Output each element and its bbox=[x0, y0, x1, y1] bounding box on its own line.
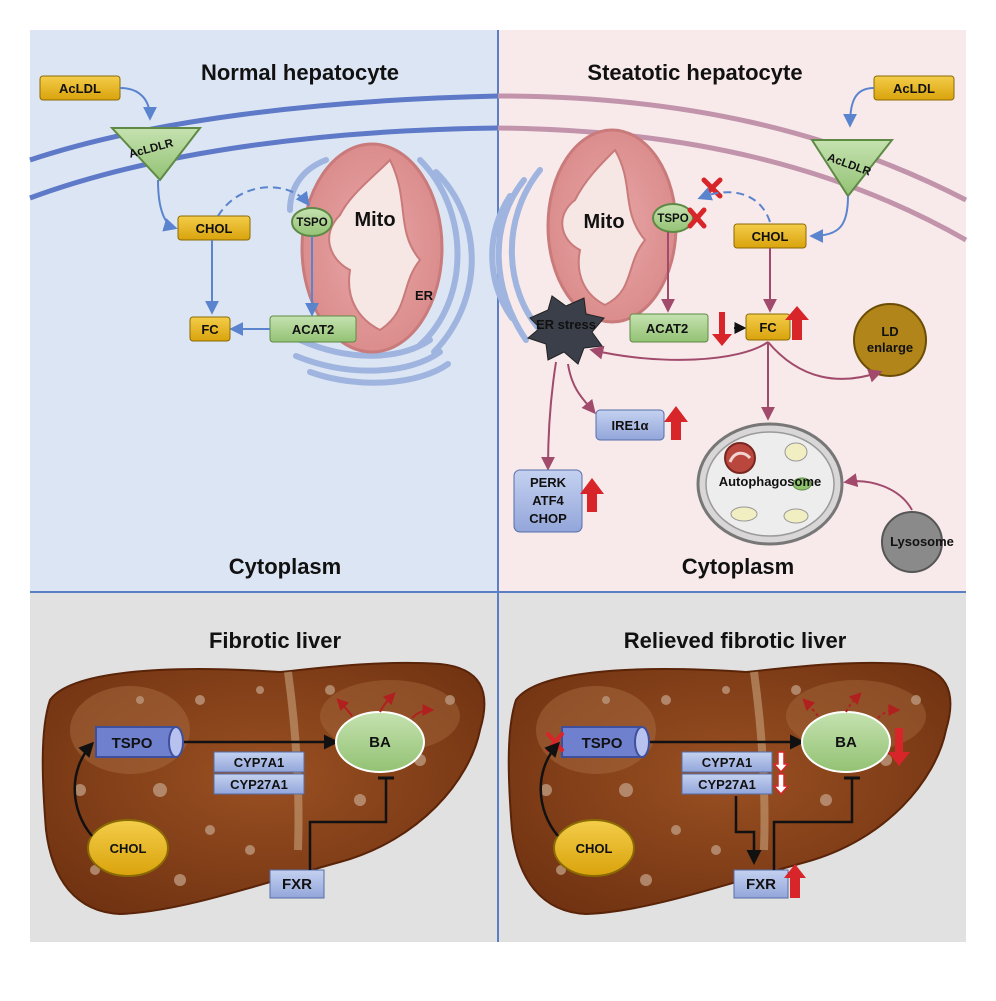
fibrotic-fxr-inhibition-line bbox=[308, 778, 388, 870]
fibrotic-fxr-label: FXR bbox=[282, 876, 312, 893]
relieved-ba-efflux-arrows bbox=[802, 692, 901, 719]
cyp27a1-down-arrow-icon bbox=[772, 773, 790, 796]
acat2-label: ACAT2 bbox=[292, 322, 334, 337]
steatotic-mitochondrion bbox=[546, 128, 678, 324]
fibrotic-cyp7a1-box bbox=[213, 751, 305, 773]
ld-label-line1: LD bbox=[881, 324, 898, 339]
perk-up-arrow-icon bbox=[580, 478, 604, 512]
fibrotic-ba-efflux-arrows bbox=[336, 692, 435, 719]
relieved-cyp27a1-label: CYP27A1 bbox=[698, 777, 756, 792]
relieved-fxr-box bbox=[733, 869, 789, 899]
chol-to-tspo-dashed-arrow bbox=[697, 187, 771, 223]
fc-box bbox=[189, 316, 231, 342]
steatotic-fc-box bbox=[745, 313, 791, 341]
fibrotic-cyp27a1-box bbox=[213, 773, 305, 795]
relieved-chol-label: CHOL bbox=[576, 841, 613, 856]
tspo-label: TSPO bbox=[296, 217, 327, 229]
steatotic-acldl-arrow bbox=[843, 87, 875, 128]
fibrotic-ba-label: BA bbox=[369, 734, 391, 751]
fibrotic-chol-to-tspo-arrow bbox=[73, 741, 95, 837]
steatotic-acldl-label: AcLDL bbox=[893, 81, 935, 96]
fc-up-arrow-icon bbox=[785, 306, 809, 340]
autophagosome bbox=[696, 422, 844, 546]
fibrotic-tspo-label: TSPO bbox=[112, 735, 153, 752]
atf4-label: ATF4 bbox=[532, 493, 564, 508]
steatotic-tspo-label: TSPO bbox=[657, 213, 688, 225]
er-label: ER bbox=[415, 288, 434, 303]
er-stress-label: ER stress bbox=[536, 317, 596, 332]
normal-cell-membrane bbox=[29, 93, 499, 201]
relieved-ba-label: BA bbox=[835, 734, 857, 751]
acat2-down-arrow-icon bbox=[712, 312, 732, 346]
lysosome-circle bbox=[881, 511, 943, 573]
lysosome-to-autophagosome-arrow bbox=[843, 473, 913, 511]
relieved-cyp7a1-box bbox=[681, 751, 773, 773]
steatotic-cytoplasm-label: Cytoplasm bbox=[682, 554, 794, 579]
chop-label: CHOP bbox=[529, 511, 567, 526]
relieved-fxr-label: FXR bbox=[746, 876, 776, 893]
cyp-to-fxr-arrow bbox=[734, 796, 762, 865]
fc-label: FC bbox=[201, 322, 219, 337]
cyp7a1-down-arrow-icon bbox=[772, 751, 790, 774]
ire1a-box bbox=[595, 409, 665, 441]
fc-to-er-stress-arrow bbox=[589, 341, 769, 361]
steatotic-receptor-to-chol-arrow bbox=[809, 195, 849, 243]
fibrotic-cyp7a1-label: CYP7A1 bbox=[234, 755, 285, 770]
steatotic-chol-label: CHOL bbox=[752, 229, 789, 244]
ld-label-line2: enlarge bbox=[867, 340, 913, 355]
receptor-to-chol-arrow bbox=[157, 179, 178, 232]
relieved-tspo-cylinder bbox=[561, 726, 650, 758]
tspo-blocked-cross-icon bbox=[687, 207, 707, 229]
fibrotic-chol-node bbox=[87, 819, 169, 877]
er-cisternae bbox=[287, 157, 475, 386]
lysosome-label: Lysosome bbox=[890, 534, 954, 549]
fibrotic-panel-title: Fibrotic liver bbox=[209, 628, 341, 653]
fc-to-ld-arrow bbox=[767, 341, 883, 383]
fxr-up-arrow-icon bbox=[784, 864, 806, 898]
steatotic-mito-label: Mito bbox=[583, 211, 624, 233]
normal-panel-title: Normal hepatocyte bbox=[201, 60, 399, 85]
fibrotic-cyp27a1-label: CYP27A1 bbox=[230, 777, 288, 792]
er-stress-to-perk-arrow bbox=[541, 361, 557, 471]
fibrotic-tspo-cylinder bbox=[95, 726, 184, 758]
steatotic-er-cisternae bbox=[489, 167, 543, 343]
relieved-tspo-label: TSPO bbox=[582, 735, 623, 752]
steatotic-panel-title: Steatotic hepatocyte bbox=[587, 60, 802, 85]
steatotic-cell-membrane bbox=[497, 93, 968, 243]
fibrotic-fxr-box bbox=[269, 869, 325, 899]
relieved-cyp7a1-label: CYP7A1 bbox=[702, 755, 753, 770]
relieved-chol-to-tspo-arrow bbox=[539, 741, 561, 837]
autophagosome-label: Autophagosome bbox=[719, 474, 822, 489]
relieved-panel-title: Relieved fibrotic liver bbox=[624, 628, 847, 653]
relieved-cyp27a1-box bbox=[681, 773, 773, 795]
normal-cytoplasm-label: Cytoplasm bbox=[229, 554, 341, 579]
fibrotic-chol-label: CHOL bbox=[110, 841, 147, 856]
ire1a-label: IRE1α bbox=[612, 418, 649, 433]
ld-enlarge-circle bbox=[853, 303, 927, 377]
acldl-to-receptor-arrow bbox=[119, 87, 157, 121]
chol-box bbox=[177, 215, 251, 241]
relieved-fxr-inhibition-line bbox=[772, 778, 854, 870]
ba-down-arrow-icon bbox=[888, 728, 910, 766]
steatotic-acat2-label: ACAT2 bbox=[646, 321, 688, 336]
mito-label: Mito bbox=[354, 209, 395, 231]
acldlr-receptor bbox=[109, 127, 203, 182]
relieved-chol-node bbox=[553, 819, 635, 877]
steatotic-acat2-box bbox=[629, 313, 709, 343]
acldl-label: AcLDL bbox=[59, 81, 101, 96]
chol-label: CHOL bbox=[196, 221, 233, 236]
steatotic-fc-label: FC bbox=[759, 320, 777, 335]
ire1a-up-arrow-icon bbox=[664, 406, 688, 440]
er-stress-to-ire1a-arrow bbox=[567, 363, 596, 415]
steatotic-acldlr-receptor bbox=[810, 139, 895, 198]
chol-to-tspo-arrow bbox=[217, 186, 310, 217]
perk-atf4-chop-box bbox=[513, 469, 583, 533]
mitochondrion bbox=[300, 142, 444, 354]
steatotic-tspo-node bbox=[652, 203, 694, 233]
perk-label: PERK bbox=[530, 475, 567, 490]
